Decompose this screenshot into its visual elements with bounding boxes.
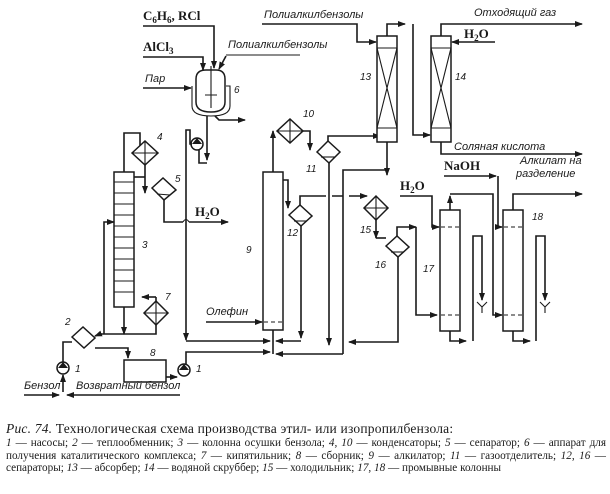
naoh-label: NaOH	[444, 158, 480, 173]
feed-alcl3-label: AlCl3	[143, 39, 174, 56]
label-18: 18	[532, 212, 544, 223]
alkylator: 9 Олефин	[206, 130, 291, 354]
legend-item: 15 — холодильник;	[262, 462, 358, 475]
polyalkylbenzenes-absorber-label: Полиалкилбензолы	[264, 9, 363, 21]
drying-column: 3	[113, 132, 148, 308]
wash-column-17: 17 H2O	[400, 178, 503, 344]
feed-benzene-rcl: C6H6, RCl	[143, 8, 217, 69]
legend-item: 5 — сепаратор;	[444, 437, 524, 449]
legend-item: 4, 10 — конденсаторы;	[328, 437, 445, 449]
water-wash-label: H2O	[400, 178, 425, 195]
label-1b: 1	[196, 364, 202, 375]
label-15: 15	[360, 225, 372, 236]
label-17: 17	[423, 264, 435, 275]
label-3: 3	[142, 240, 148, 251]
pump-benzene: 1	[56, 341, 81, 392]
legend-item: 8 — сборник;	[295, 449, 369, 462]
alkylate-out-label-1: Алкилат на	[519, 155, 582, 167]
label-13: 13	[360, 72, 372, 83]
process-flow-scheme: C6H6, RCl AlCl3 Пар Полиалкилбензолы 6 3	[24, 7, 583, 398]
label-4: 4	[157, 132, 163, 143]
feed-benzene-rcl-label: C6H6, RCl	[143, 8, 201, 25]
steam-label: Пар	[145, 73, 165, 85]
figure-caption: Рис. 74. Технологическая схема производс…	[6, 421, 606, 436]
label-6: 6	[234, 85, 240, 96]
legend-item: 17, 18 — промывные колонны	[357, 462, 502, 475]
pump-complex	[185, 129, 207, 300]
pump-recycle: 1	[177, 300, 271, 377]
label-11: 11	[306, 164, 316, 175]
feed-alcl3: AlCl3	[143, 39, 206, 71]
label-2: 2	[64, 317, 71, 328]
label-1a: 1	[75, 364, 81, 375]
label-16: 16	[375, 260, 387, 271]
recycled-benzene-label: Возвратный бензол	[76, 380, 180, 392]
label-12: 12	[287, 228, 299, 239]
alkylate-out-label-2: разделение	[515, 168, 575, 180]
figure-legend: 1 — насосы; 2 — теплообменник; 3 — колон…	[6, 437, 606, 475]
figure-number: Рис. 74.	[6, 421, 53, 436]
label-9: 9	[246, 245, 252, 256]
label-14: 14	[455, 72, 467, 83]
condenser-10: 10	[275, 109, 315, 151]
label-8: 8	[150, 348, 156, 359]
recycle-manifold	[275, 338, 343, 357]
absorber: 13 Полиалкилбензолы	[262, 9, 431, 354]
legend-item: 3 — колонна осушки бензола;	[177, 437, 329, 449]
cooler: 15	[360, 194, 390, 239]
water-scrubber-label: H2O	[464, 26, 489, 43]
legend-item: 13 — абсорбер;	[66, 462, 144, 475]
olefin-label: Олефин	[206, 306, 248, 318]
label-10: 10	[303, 109, 315, 120]
water-scrubber: 14 Отходящий газ H2O Соляная кислота	[430, 7, 583, 157]
legend-item: 2 — теплообменник;	[72, 437, 178, 449]
legend-item: 9 — алкилатор;	[368, 449, 451, 462]
wash-column-18: 18 NaOH Алкилат на разделение	[444, 155, 583, 344]
feed-steam: Пар	[143, 73, 192, 91]
benzene-feed: Бензол Возвратный бензол	[24, 380, 180, 398]
legend-item: 12, 16 — сепараторы;	[6, 449, 606, 475]
legend-item: 6 — аппарат для получения каталитическог…	[6, 437, 607, 462]
legend-item: 11 — газоотделитель;	[450, 449, 561, 462]
figure-title: Технологическая схема производства этил-…	[55, 421, 454, 436]
hydrochloric-acid-label: Соляная кислота	[454, 141, 545, 153]
legend-item: 14 — водяной скруббер;	[143, 462, 263, 475]
off-gas-label: Отходящий газ	[474, 7, 556, 19]
heat-exchanger: 2	[64, 219, 131, 359]
separator-12: 12	[287, 196, 367, 339]
polyalkylbenzenes-reactor-label: Полиалкилбензолы	[228, 39, 327, 51]
collector: 8	[123, 348, 178, 383]
catalytic-complex-apparatus: 6	[191, 66, 246, 161]
water-separator-out-label: H2O	[195, 204, 220, 221]
separator-16: 16	[348, 224, 438, 345]
legend-item: 7 — кипятильник;	[200, 449, 296, 462]
benzene-label: Бензол	[24, 380, 60, 392]
label-5: 5	[175, 174, 181, 185]
legend-item: 1 — насосы;	[6, 437, 73, 449]
feed-polyalkylbenzenes-reactor: Полиалкилбензолы	[218, 39, 327, 70]
label-7: 7	[165, 292, 171, 303]
condenser-4: 4	[130, 132, 163, 193]
gas-separator: 11	[306, 133, 381, 346]
reboiler: 7	[100, 292, 171, 335]
separator-5: 5 H2O	[150, 174, 229, 225]
